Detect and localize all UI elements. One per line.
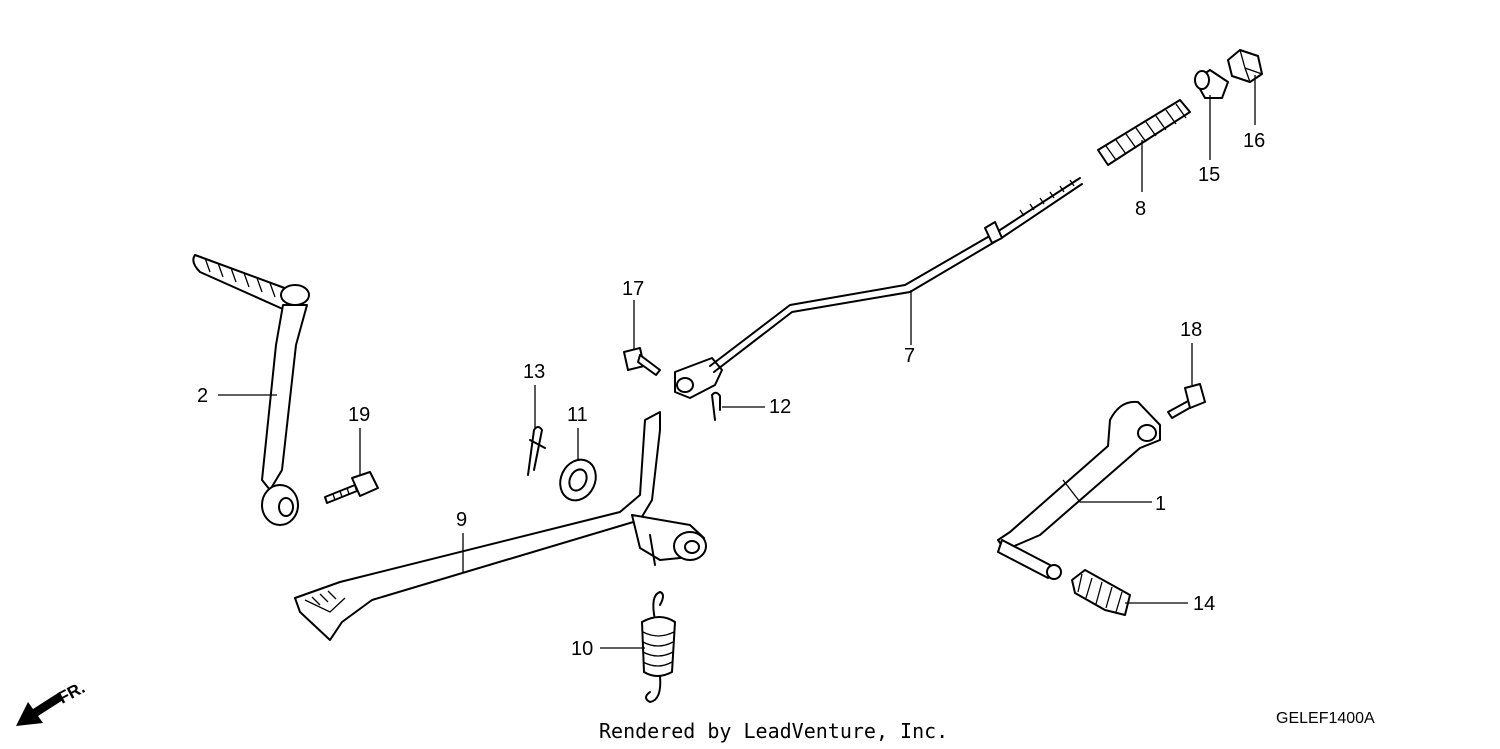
part-15-joint[interactable] — [1194, 69, 1229, 99]
part-12-clip[interactable] — [711, 391, 721, 421]
callout-16: 16 — [1243, 130, 1265, 152]
front-direction-indicator: FR. — [16, 678, 88, 726]
part-18-bolt[interactable] — [1167, 383, 1206, 419]
callout-1: 1 — [1155, 493, 1166, 515]
callout-14: 14 — [1193, 593, 1215, 615]
callout-15: 15 — [1198, 164, 1220, 186]
part-13-cotter-pin[interactable] — [527, 426, 546, 476]
rendered-by-credit: Rendered by LeadVenture, Inc. — [599, 719, 948, 743]
part-17-bolt[interactable] — [623, 347, 661, 376]
callout-2: 2 — [197, 385, 208, 407]
callout-10: 10 — [571, 638, 593, 660]
part-8-spring[interactable] — [1097, 99, 1191, 166]
callout-18: 18 — [1180, 319, 1202, 341]
part-10-spring[interactable] — [641, 591, 676, 703]
part-2-kick-arm[interactable] — [192, 254, 310, 526]
part-14-rubber[interactable] — [1071, 569, 1131, 616]
part-9-brake-pedal[interactable] — [294, 411, 707, 641]
callout-17: 17 — [622, 278, 644, 300]
callout-8: 8 — [1135, 198, 1146, 220]
callout-13: 13 — [523, 361, 545, 383]
callout-7: 7 — [904, 345, 915, 367]
callout-12: 12 — [769, 396, 791, 418]
front-arrow-icon — [16, 693, 63, 726]
part-7-brake-rod[interactable] — [674, 177, 1083, 399]
part-19-bolt[interactable] — [324, 471, 379, 504]
part-16-nut[interactable] — [1227, 49, 1263, 83]
leader-lines — [218, 75, 1256, 649]
fr-label: FR. — [55, 678, 88, 708]
part-11-washer[interactable] — [554, 454, 603, 506]
callout-11: 11 — [567, 404, 588, 426]
callout-9: 9 — [456, 509, 467, 531]
callout-19: 19 — [348, 404, 370, 426]
diagram-code: GELEF1400A — [1276, 710, 1375, 727]
part-1-arm[interactable] — [997, 400, 1161, 580]
